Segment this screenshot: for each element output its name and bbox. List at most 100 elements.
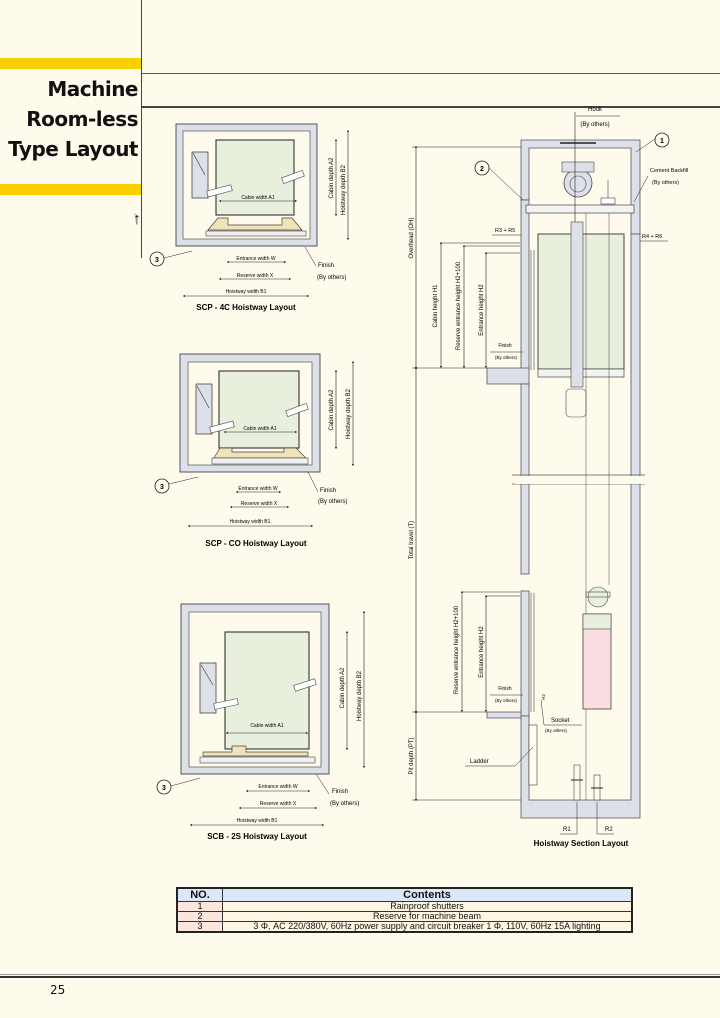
r2-label: R2: [605, 827, 613, 833]
title-line-2: Room-less: [26, 107, 138, 131]
header-contents: Contents: [222, 887, 633, 902]
finish-by-others-upper: (By others): [495, 355, 518, 360]
governor: [600, 197, 616, 205]
svg-text:3: 3: [155, 257, 159, 264]
guide-rail: [293, 678, 317, 692]
hoistway-width-label: Hoistway width B1: [226, 289, 267, 295]
finish-label: Finish: [318, 263, 334, 269]
plan-caption: SCP - CO Hoistway Layout: [205, 539, 307, 548]
left-wall-upper: [520, 199, 530, 371]
reserve-entrance-height-label-lower: Reserve entrance height H2+100: [454, 605, 460, 694]
row-no: 2: [176, 911, 223, 922]
total-travel-label: Total travel (T): [409, 521, 415, 559]
entrance-width-label: Entrance width W: [238, 486, 277, 492]
table-header-row: NO. Contents: [176, 887, 633, 902]
hoistway-depth-label: Hoistway depth B2: [341, 164, 347, 215]
north-arrow-icon: ↑: [133, 211, 141, 228]
row-content: Reserve for machine beam: [222, 911, 633, 922]
table-row: 1 Rainproof shutters: [176, 901, 633, 912]
ladder-label: Ladder: [470, 759, 489, 765]
reserve-width-label: Reserve width X: [241, 501, 278, 507]
plan-scp-co: Cabin width A1 Cabin depth A2 Hoistway d…: [154, 353, 355, 548]
cabin-depth-label: Cabin depth A2: [329, 157, 335, 199]
accent-band-top: [0, 58, 141, 69]
reserve-entrance-height-label: Reserve entrance height H2+100: [456, 261, 462, 350]
entrance-height-label: Entrance height H2: [479, 284, 485, 336]
hoistway-width-label: Hoistway width B1: [237, 818, 278, 824]
counterweight: [199, 662, 217, 714]
callout-3: [154, 478, 170, 494]
footer-rule-thin: [0, 974, 720, 975]
socket-by-others: (By others): [545, 728, 568, 733]
finish-by-others: (By others): [318, 499, 347, 505]
cabin-width-label: Cabin width A1: [241, 195, 275, 201]
cabin: [215, 139, 295, 216]
section-title: Machine Room-less Type Layout: [0, 74, 138, 164]
entrance-height-label-lower: Entrance height H2: [479, 626, 485, 678]
title-line-3: Type Layout: [8, 137, 138, 161]
svg-text:1: 1: [660, 138, 664, 145]
buffer-r1: [573, 764, 581, 801]
hoistway-width-label: Hoistway width B1: [230, 519, 271, 525]
guide-rail: [206, 184, 233, 198]
guide-rail: [209, 420, 235, 434]
cabin: [218, 370, 300, 449]
reserve-width-label: Reserve width X: [237, 273, 274, 279]
counterweight: [191, 151, 209, 199]
page-number: 25: [50, 983, 66, 997]
table-row: 2 Reserve for machine beam: [176, 911, 633, 922]
hook-label: Hook: [588, 107, 603, 113]
section-counterweight: [582, 613, 612, 710]
landing-floor-top: [486, 367, 530, 385]
guide-rail: [281, 170, 305, 184]
svg-text:3: 3: [160, 484, 164, 491]
footer-rule: [0, 976, 720, 978]
finish-by-others-lower: (By others): [495, 698, 518, 703]
row-no: 3: [176, 921, 223, 933]
callout-3: [156, 779, 172, 795]
cabin-depth-label: Cabin depth A2: [329, 389, 335, 431]
svg-text:3: 3: [162, 785, 166, 792]
machine-beam: [525, 204, 635, 214]
socket-label: Socket: [551, 718, 570, 724]
finish-label-upper: Finish: [498, 343, 512, 349]
cabin-depth-label: Cabin depth A2: [340, 667, 346, 709]
callout-3: [149, 251, 165, 267]
finish-label: Finish: [332, 789, 348, 795]
hook-by-others: (By others): [580, 122, 609, 128]
door-sill: [207, 217, 303, 231]
door-sill: [213, 447, 307, 459]
finish-label: Finish: [320, 488, 336, 494]
counterweight: [195, 383, 213, 435]
table-row: 3 3 Φ, AC 220/380V, 60Hz power supply an…: [176, 921, 633, 933]
r3-r5-label: R3 + R5: [495, 228, 515, 234]
row-no: 1: [176, 901, 223, 912]
cement-backfill-label: Cement Backfill: [650, 168, 688, 174]
callout-1: [654, 132, 670, 148]
plan-caption: SCP - 4C Hoistway Layout: [196, 303, 296, 312]
plan-scp-4c: Cabin width A1 Cabin depth A2 Hoistway d…: [149, 123, 350, 312]
entrance-width-label: Entrance width W: [236, 256, 275, 262]
drawing-canvas: Cabin width A1 Cabin depth A2 Hoistway d…: [149, 107, 688, 848]
section-caption: Hoistway Section Layout: [534, 839, 629, 848]
header-rule-2: [142, 106, 720, 108]
svg-text:2: 2: [480, 166, 484, 173]
reserve-width-label: Reserve width X: [260, 801, 297, 807]
entrance-width-label: Entrance width W: [258, 784, 297, 790]
header-divider-vertical: [141, 0, 142, 258]
finish-by-others: (By others): [330, 801, 359, 807]
row-content: Rainproof shutters: [222, 901, 633, 912]
guide-rail: [213, 698, 239, 710]
door-sill: [202, 745, 309, 757]
guide-rail: [285, 403, 309, 417]
h2-mark: H2: [541, 694, 546, 700]
cabin-width-label: Cabin width A1: [243, 426, 277, 432]
finish-by-others: (By others): [317, 275, 346, 281]
plunger: [570, 221, 584, 388]
overhead-label: Overhead (OH): [409, 217, 415, 258]
sheave-icon: [565, 388, 587, 418]
r4-r6-label: R4 + R6: [642, 234, 662, 240]
header-no: NO.: [176, 887, 223, 902]
pit-depth-label: Pit depth (PT): [409, 737, 415, 774]
north-arrow-ghost-icon: ↑: [132, 208, 139, 224]
